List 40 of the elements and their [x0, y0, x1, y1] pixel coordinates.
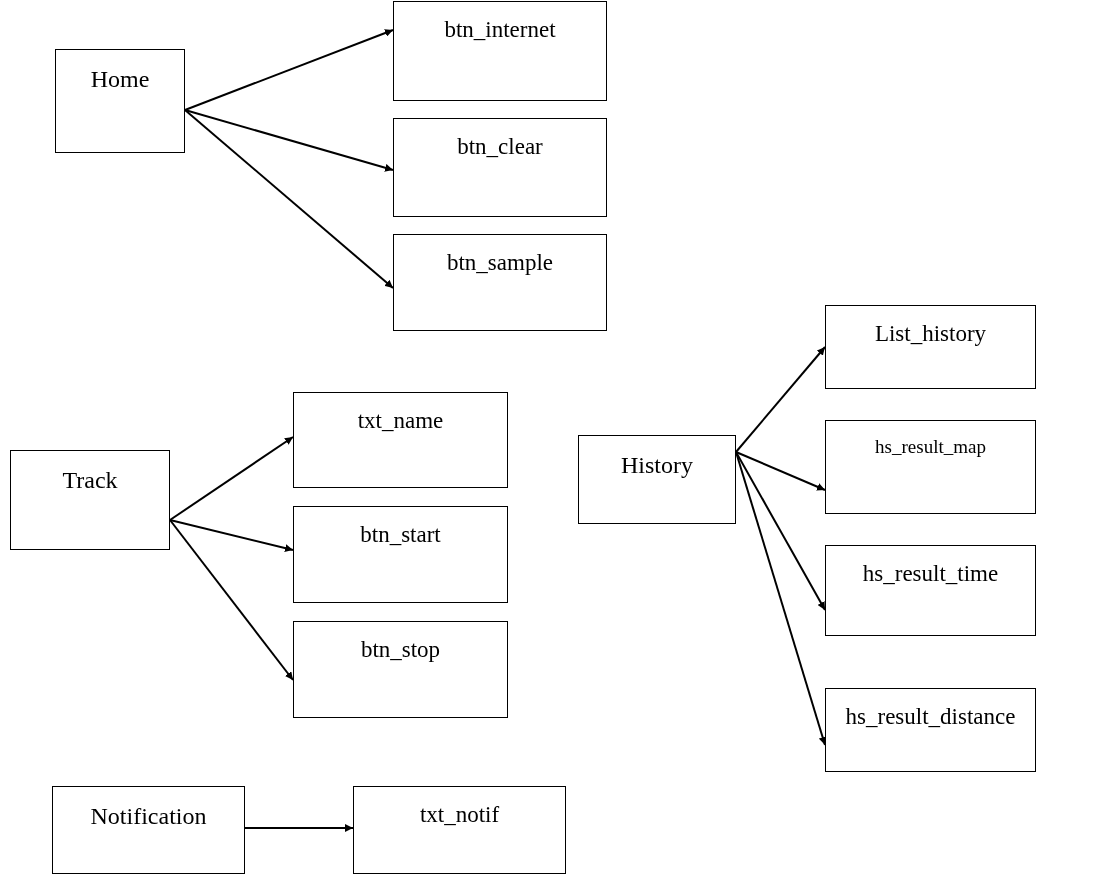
- screen-element-box: [825, 305, 1036, 389]
- arrow: [169, 436, 294, 521]
- arrow: [184, 109, 394, 172]
- screen-element-box: [393, 1, 607, 101]
- screen-element-box: [293, 392, 508, 488]
- screen-element-box: [578, 435, 736, 524]
- element-label: btn_stop: [360, 636, 441, 664]
- screen-element-box: [353, 786, 566, 874]
- arrow: [184, 109, 394, 289]
- element-label: hs_result_distance: [845, 703, 1016, 731]
- arrow: [244, 824, 354, 832]
- screen-element-box: [393, 118, 607, 217]
- arrow: [169, 519, 294, 681]
- screen-element-box: [293, 621, 508, 718]
- screen-element-box: [825, 420, 1036, 514]
- element-label: btn_sample: [446, 249, 553, 277]
- element-label: txt_name: [357, 407, 444, 435]
- element-label: hs_result_time: [862, 560, 999, 588]
- screen-element-box: [10, 450, 170, 550]
- element-label: btn_internet: [444, 16, 556, 44]
- element-label: txt_notif: [419, 801, 500, 829]
- screen-element-box: [825, 688, 1036, 772]
- arrow: [169, 519, 294, 552]
- element-label: Notification: [90, 802, 207, 831]
- screen-element-box: [55, 49, 185, 153]
- screen-element-box: [293, 506, 508, 603]
- screen-element-box: [393, 234, 607, 331]
- arrow: [735, 451, 826, 611]
- element-label: List_history: [874, 320, 987, 348]
- arrow: [184, 29, 394, 111]
- element-label: hs_result_map: [875, 435, 986, 459]
- arrow: [735, 451, 826, 491]
- screen-element-box: [52, 786, 245, 874]
- element-label: btn_start: [360, 521, 441, 549]
- element-label: btn_clear: [457, 133, 543, 161]
- arrow: [735, 346, 826, 453]
- element-label: History: [621, 451, 693, 480]
- element-label: Track: [62, 466, 118, 495]
- element-label: Home: [90, 65, 150, 94]
- screen-element-box: [825, 545, 1036, 636]
